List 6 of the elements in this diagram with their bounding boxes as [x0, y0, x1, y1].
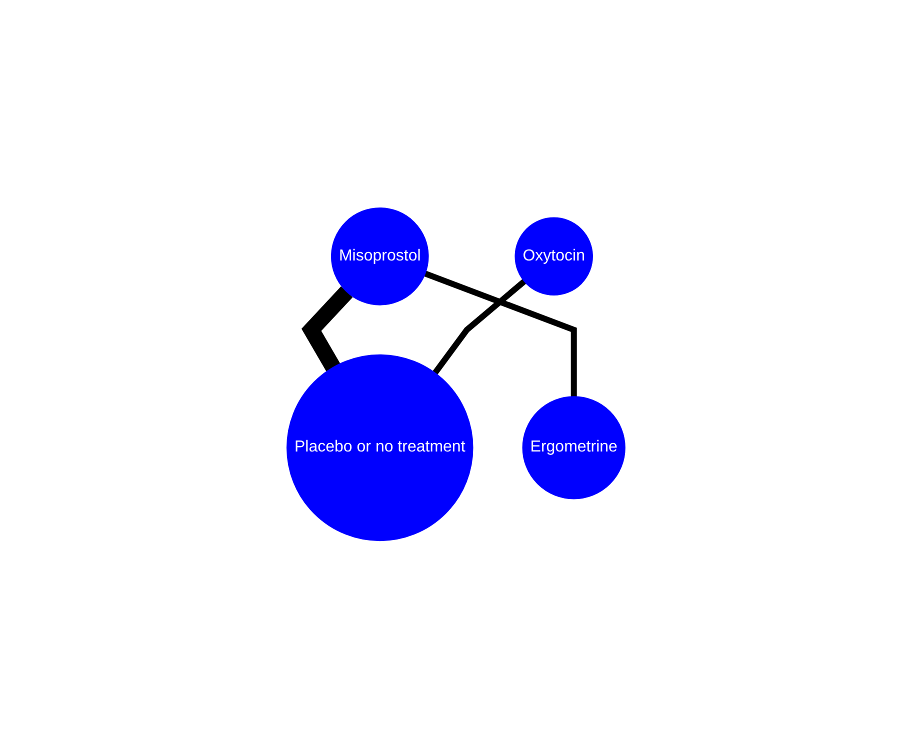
- node-circle: Placebo or no treatment: [286, 354, 474, 542]
- connector: [432, 279, 526, 375]
- node-circle: Oxytocin: [514, 217, 593, 296]
- node-circle: Misoprostol: [331, 208, 429, 306]
- connector: [424, 270, 577, 397]
- node-circle: Ergometrine: [522, 396, 626, 500]
